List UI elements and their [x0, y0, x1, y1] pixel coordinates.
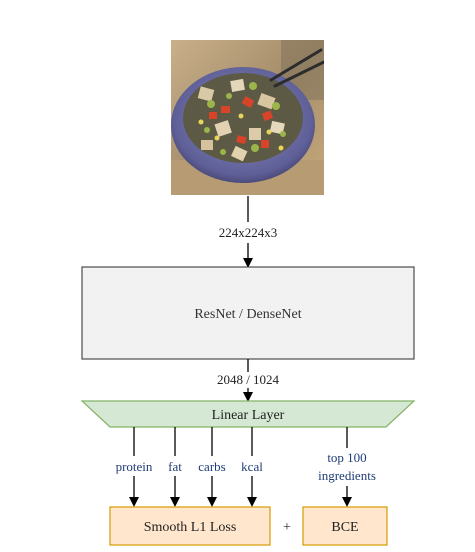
output-label-fat: fat: [168, 459, 182, 474]
ingredients-label-line2: ingredients: [318, 468, 376, 483]
food-bowl-photo-icon: [171, 40, 324, 195]
input-food-image: [171, 40, 324, 195]
bce-loss-box: [302, 506, 388, 546]
output-label-kcal: kcal: [241, 459, 263, 474]
ingredients-label-line1: top 100: [327, 450, 366, 465]
output-label-protein: protein: [116, 459, 153, 474]
linear-layer-block: [80, 400, 416, 428]
linear-layer-label: Linear Layer: [212, 408, 285, 423]
feature-dims-label: 2048 / 1024: [217, 372, 280, 387]
bce-loss-label: BCE: [331, 520, 358, 535]
output-label-carbs: carbs: [198, 459, 225, 474]
plus-sign: +: [283, 520, 291, 535]
backbone-label: ResNet / DenseNet: [194, 307, 301, 322]
smooth-l1-loss-box: [109, 506, 271, 546]
smooth-l1-loss-label: Smooth L1 Loss: [144, 520, 237, 535]
backbone-block: [81, 266, 415, 360]
input-size-label: 224x224x3: [219, 225, 278, 240]
